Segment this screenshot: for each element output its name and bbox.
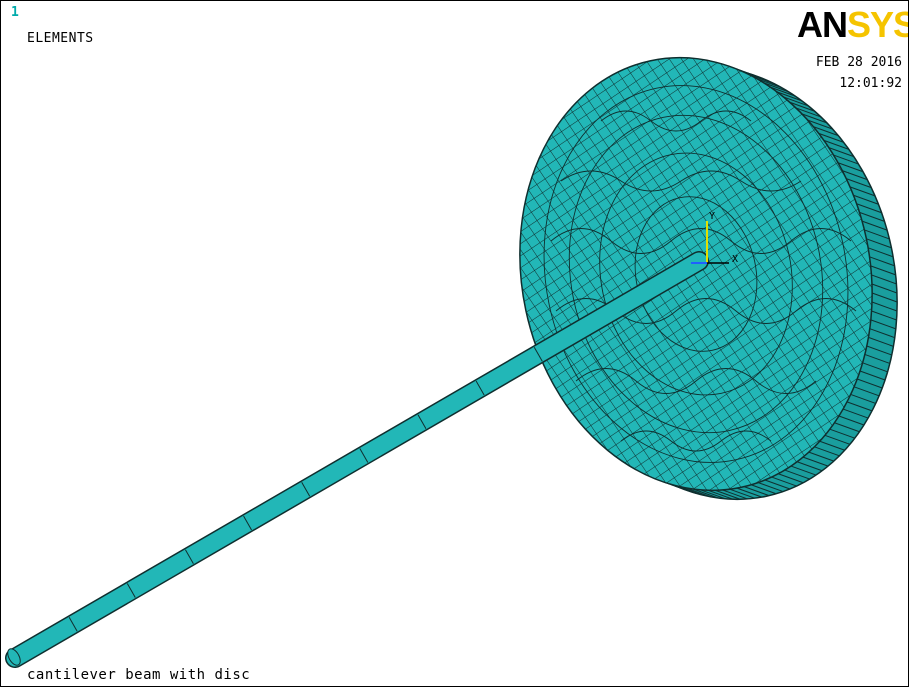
plot-label: ELEMENTS	[27, 31, 94, 46]
logo-part-2: SYS	[847, 4, 908, 45]
disc-mesh-swirls	[543, 85, 857, 463]
triad-y-label: Y	[709, 211, 715, 222]
ansys-logo: ANSYS	[797, 4, 908, 45]
window-number: 1	[11, 5, 19, 20]
beam	[6, 252, 708, 667]
plot-time: 12:01:92	[839, 76, 902, 91]
beam-element-divisions	[68, 347, 543, 632]
triad-x-label: X	[732, 254, 738, 265]
beam-end	[7, 648, 21, 666]
plot-title: cantilever beam with disc	[27, 667, 251, 683]
plot-date: FEB 28 2016	[815, 55, 902, 70]
logo-part-1: AN	[797, 4, 848, 45]
global-triad: Y X	[691, 211, 738, 265]
